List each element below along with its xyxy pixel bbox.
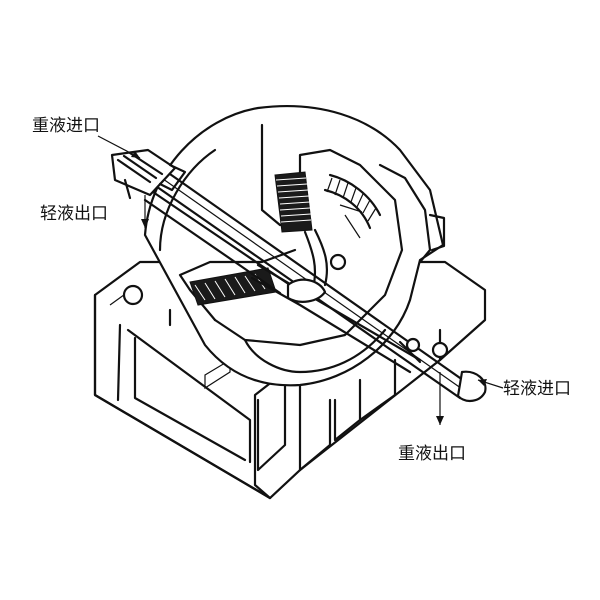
label-light-liquid-inlet: 轻液进口: [503, 379, 571, 399]
label-heavy-liquid-inlet: 重液进口: [32, 116, 100, 136]
leader-lines: [97, 135, 504, 425]
label-light-liquid-outlet: 轻液出口: [40, 204, 108, 224]
label-heavy-liquid-outlet: 重液出口: [398, 444, 466, 464]
central-shaft-tubes: [138, 158, 487, 402]
rotating-bowl-housing: [143, 105, 446, 387]
upper-disc-stack: [274, 171, 313, 233]
left-pipe-fittings: [110, 148, 187, 200]
